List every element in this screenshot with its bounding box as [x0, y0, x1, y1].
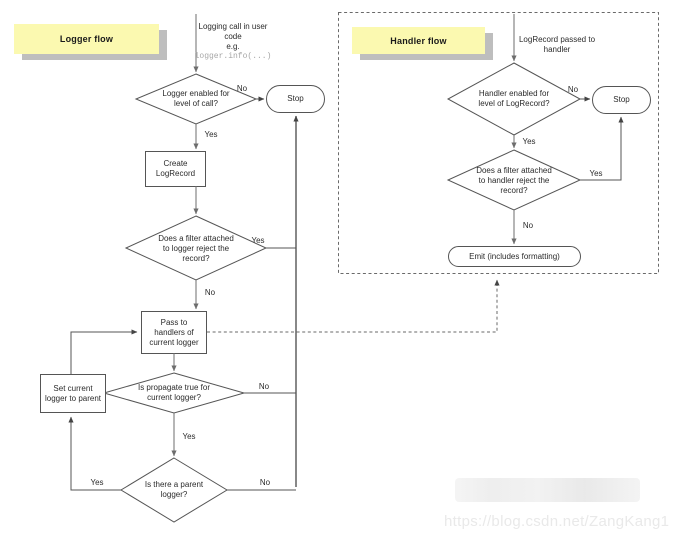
edge-parent-yes-to-set-parent — [68, 416, 121, 491]
edge-label-filter-handler-yes: Yes — [589, 169, 603, 178]
handler-flow-banner: Handler flow — [352, 27, 485, 54]
logrecord-passed-start-label: LogRecord passed to handler — [518, 35, 596, 54]
node-set-current-logger-parent — [40, 374, 106, 413]
edge-handler-filter-yes-to-stop — [580, 116, 624, 181]
edge-set-parent-to-pass — [70, 329, 138, 374]
node-create-logrecord — [145, 151, 206, 187]
edge-label-filter-logger-yes: Yes — [251, 236, 265, 245]
logger-flow-banner: Logger flow — [14, 24, 159, 54]
node-stop-handler — [592, 86, 651, 114]
edge-label-logger-enabled-no: No — [236, 84, 248, 93]
logger-flow-banner-label: Logger flow — [59, 34, 114, 44]
node-pass-to-handlers — [141, 311, 207, 354]
edge-label-propagate-no: No — [258, 382, 270, 391]
node-handler-enabled-diamond — [446, 62, 582, 136]
handler-flow-container — [338, 12, 659, 274]
edge-label-logger-enabled-yes: Yes — [204, 130, 218, 139]
watermark-blur-bar — [455, 478, 640, 502]
logging-call-code-label: logger.info(...) — [194, 52, 272, 61]
edge-label-filter-handler-no: No — [522, 221, 534, 230]
node-filter-logger-diamond — [124, 215, 268, 281]
edge-label-propagate-yes: Yes — [182, 432, 196, 441]
node-emit — [448, 246, 581, 267]
edge-label-handler-enabled-yes: Yes — [522, 137, 536, 146]
node-filter-handler-diamond — [446, 149, 582, 211]
watermark-url: https://blog.csdn.net/ZangKang1 — [444, 513, 670, 530]
edge-label-has-parent-no: No — [259, 478, 271, 487]
handler-flow-banner-label: Handler flow — [390, 35, 447, 46]
logging-call-start-label: Logging call in user code e.g. — [198, 22, 268, 51]
edge-label-handler-enabled-no: No — [567, 85, 579, 94]
node-has-parent-diamond — [120, 457, 228, 523]
node-logger-enabled-diamond — [134, 73, 258, 125]
edge-label-has-parent-yes: Yes — [90, 478, 104, 487]
edge-label-filter-logger-no: No — [204, 288, 216, 297]
edge-pass-to-handler-flow-dashed — [207, 279, 500, 333]
node-stop-logger — [266, 85, 325, 113]
node-is-propagate-diamond — [102, 372, 246, 414]
